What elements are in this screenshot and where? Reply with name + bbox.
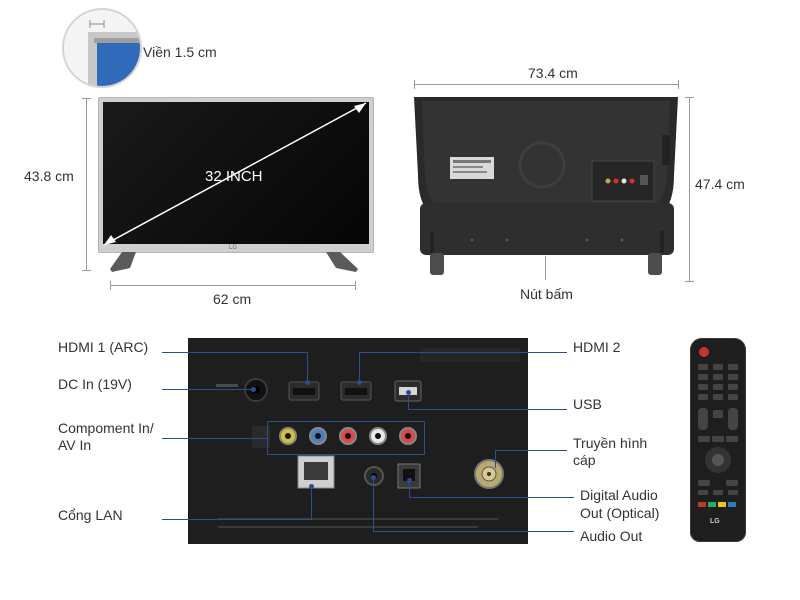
back-width-label: 73.4 cm <box>528 65 578 81</box>
optical-dot <box>407 478 412 483</box>
audio-out-label: Audio Out <box>580 528 643 544</box>
front-height-line <box>86 98 87 270</box>
antenna-label-1: Truyền hình <box>573 435 648 451</box>
front-logo: LG <box>229 245 238 251</box>
hdmi2-line-v <box>359 352 360 382</box>
front-width-tick-left <box>110 281 111 290</box>
usb-line-v <box>408 392 409 410</box>
back-height-tick-top <box>685 97 694 98</box>
back-height-line <box>689 97 690 281</box>
tv-back-body <box>414 97 678 275</box>
bezel-zoom-graphic <box>88 20 140 86</box>
lan-line-v <box>311 486 312 520</box>
component-label-2: AV In <box>58 437 92 453</box>
dc-in-line <box>162 389 254 390</box>
usb-dot <box>406 390 411 395</box>
bezel-label: Viền 1.5 cm <box>143 44 217 60</box>
component-line <box>162 438 267 439</box>
optical-line <box>410 497 574 498</box>
button-pointer <box>545 256 546 280</box>
dc-in-dot <box>251 387 256 392</box>
usb-label: USB <box>573 396 602 412</box>
back-height-tick-bottom <box>685 281 694 282</box>
diagonal-label: 32 INCH <box>205 168 263 185</box>
bezel-zoom-circle <box>62 8 142 88</box>
front-height-tick-bottom <box>82 270 91 271</box>
back-width-tick-right <box>678 80 679 89</box>
hdmi2-label: HDMI 2 <box>573 339 621 355</box>
remote-control: LG <box>690 338 746 542</box>
diagonal-arrow <box>103 102 367 246</box>
audio-out-line <box>374 531 574 532</box>
lan-label: Cổng LAN <box>58 507 123 523</box>
component-label-1: Compoment In/ <box>58 420 154 436</box>
lan-dot <box>309 484 314 489</box>
front-height-tick-top <box>82 98 91 99</box>
antenna-label-2: cáp <box>573 452 596 468</box>
front-height-label: 43.8 cm <box>24 168 74 184</box>
hdmi2-dot <box>357 380 362 385</box>
button-label: Nút bấm <box>520 286 573 302</box>
audio-out-dot <box>371 475 376 480</box>
remote-graphic <box>698 347 738 507</box>
port-panel <box>188 338 528 544</box>
usb-line <box>409 409 567 410</box>
front-width-tick-right <box>355 281 356 290</box>
hdmi1-dot <box>305 380 310 385</box>
hdmi2-line <box>360 352 567 353</box>
antenna-line-v <box>495 450 496 468</box>
back-width-tick-left <box>414 80 415 89</box>
antenna-line <box>496 450 567 451</box>
hdmi1-line-v <box>307 352 308 382</box>
audio-out-line-v <box>373 477 374 532</box>
hdmi1-line <box>162 352 308 353</box>
back-view: 73.4 cm 47.4 cm Nút bấm <box>400 0 800 310</box>
lan-line <box>162 519 312 520</box>
port-panel-graphic <box>188 338 528 544</box>
optical-label-1: Digital Audio <box>580 487 658 503</box>
back-width-line <box>414 84 678 85</box>
front-view: Viền 1.5 cm 43.8 cm LG 32 INCH 62 cm <box>0 0 400 310</box>
hdmi1-label: HDMI 1 (ARC) <box>58 339 149 355</box>
dc-in-label: DC In (19V) <box>58 376 132 392</box>
optical-label-2: Out (Optical) <box>580 505 660 521</box>
front-width-line <box>110 285 356 286</box>
front-width-label: 62 cm <box>213 291 252 307</box>
back-height-label: 47.4 cm <box>695 176 745 192</box>
component-highlight-box <box>267 421 425 455</box>
optical-line-v <box>409 480 410 498</box>
front-stands <box>110 252 358 272</box>
remote-logo: LG <box>710 518 720 525</box>
